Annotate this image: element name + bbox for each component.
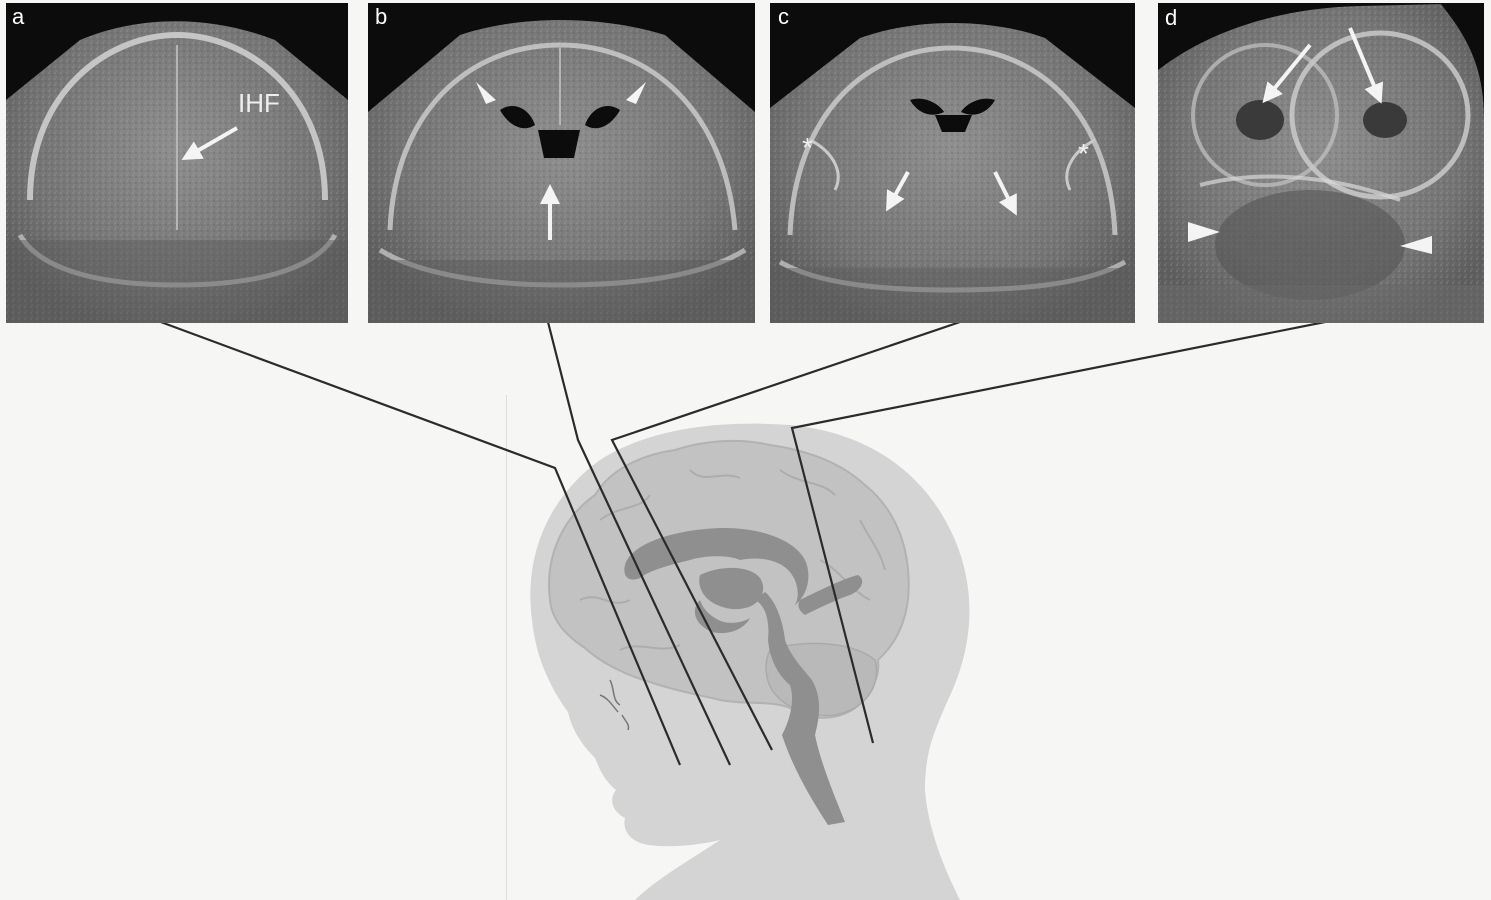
vertical-divider — [506, 395, 507, 900]
annotation-asterisk-right: * — [1078, 138, 1089, 169]
panel-label-b: b — [375, 4, 387, 29]
panel-label-a: a — [12, 4, 25, 29]
ultrasound-panel-b: b — [368, 3, 755, 323]
ultrasound-panel-c: * * c — [770, 3, 1135, 323]
annotation-ihf: IHF — [238, 88, 280, 118]
ultrasound-panel-d: d — [1158, 3, 1484, 323]
head-illustration — [506, 395, 969, 900]
annotation-asterisk-left: * — [802, 132, 813, 163]
panel-label-c: c — [778, 4, 789, 29]
panel-label-d: d — [1165, 5, 1177, 30]
ultrasound-panel-a: IHF a — [6, 3, 348, 323]
